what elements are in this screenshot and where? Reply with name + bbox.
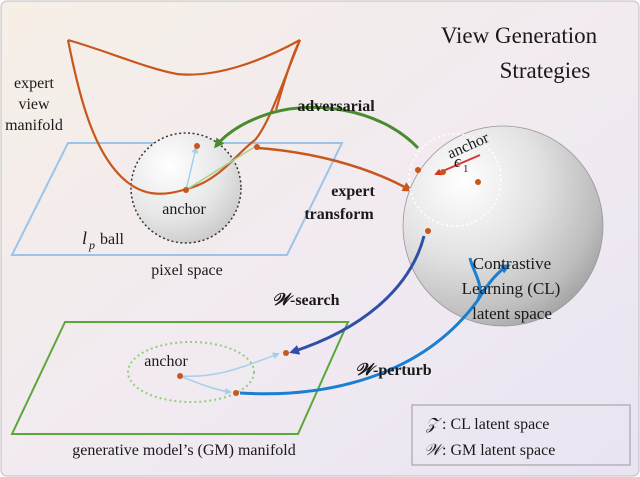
legend-box: [411, 404, 631, 466]
legend-z-text: : CL latent space: [442, 416, 549, 433]
title-line1: View Generation: [441, 23, 598, 48]
cl-point-2: [475, 179, 481, 185]
cl-label-2: Learning (CL): [462, 279, 561, 298]
expert-view-label-3: manifold: [5, 117, 63, 134]
w-search-label: -search: [290, 292, 340, 309]
lp-ball-p: p: [88, 238, 95, 252]
epsilon-symbol: ϵ: [454, 152, 462, 171]
gm-search-line: [179, 352, 280, 378]
w-perturb-arrow-head-shaft: [468, 257, 482, 301]
cl-point-1: [415, 167, 421, 173]
pixel-adv-point: [254, 144, 260, 150]
cl-label-3: latent space: [472, 304, 552, 323]
cl-latent-sphere: [402, 125, 604, 327]
expert-transform-label-2: transform: [304, 206, 374, 223]
w-perturb-label: -perturb: [373, 362, 432, 379]
gm-anchor-point: [177, 373, 183, 379]
gm-manifold-label: generative model’s (GM) manifold: [72, 442, 296, 459]
adversarial-arrow: [214, 105, 420, 150]
pixel-anchor-label: anchor: [162, 201, 206, 218]
legend-z-symbol: 𝒵: [425, 416, 442, 433]
pixel-view-point: [194, 143, 200, 149]
adversarial-label: adversarial: [297, 98, 375, 115]
gm-anchor-region: [127, 341, 255, 403]
expert-transform-label-1: expert: [331, 183, 375, 200]
cl-anchor-point: [440, 169, 446, 175]
legend-w-symbol: 𝒲: [424, 442, 445, 459]
lp-ball-l: l: [82, 228, 87, 248]
title-line2: Strategies: [500, 58, 591, 83]
w-perturb-arrow: [239, 264, 511, 396]
gm-perturb-point: [233, 390, 239, 396]
pixel-anchor-point: [183, 187, 189, 193]
pixel-perturb-line: [185, 146, 199, 191]
cl-point-3: [425, 228, 431, 234]
w-search-symbol: 𝒲: [272, 290, 294, 309]
legend-w-text: : GM latent space: [442, 442, 555, 459]
cl-label-1: Contrastive: [473, 254, 551, 273]
gm-manifold-plane: [10, 321, 350, 435]
w-search-arrow: [289, 235, 426, 355]
gm-anchor-label: anchor: [144, 353, 188, 370]
epsilon-subscript: 1: [463, 163, 469, 175]
pixel-space-label: pixel space: [151, 262, 223, 279]
gm-perturb-line: [179, 375, 232, 395]
expert-transform-arrow: [257, 146, 413, 192]
expert-view-label-2: view: [18, 96, 50, 113]
lp-ball-label: ball: [100, 231, 125, 248]
gm-search-point: [283, 350, 289, 356]
expert-view-label-1: expert: [14, 75, 55, 92]
pixel-adv-line: [185, 145, 257, 191]
w-perturb-symbol: 𝒲: [355, 360, 377, 379]
